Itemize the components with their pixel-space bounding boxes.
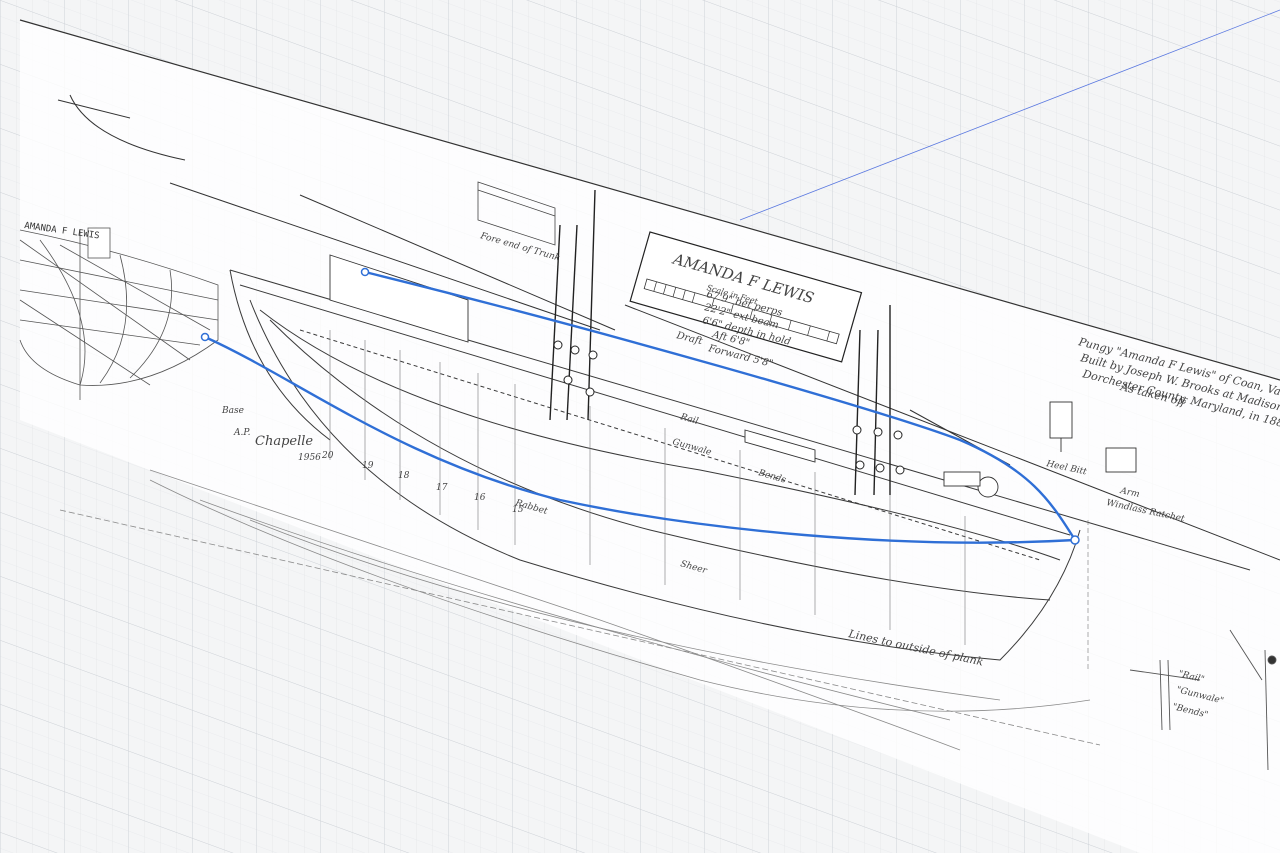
sheet-top-edge xyxy=(19,19,1280,381)
spline-handle-top[interactable] xyxy=(360,267,370,277)
svg-text:16: 16 xyxy=(474,493,486,503)
station-numbers: 20 19 18 17 16 15 xyxy=(321,451,524,515)
bowsprit xyxy=(57,94,1280,561)
bow-section-detail xyxy=(1129,629,1277,771)
spline-handles[interactable] xyxy=(200,267,1080,545)
heel-bitt-detail xyxy=(1049,401,1073,452)
deck-house xyxy=(329,254,816,463)
spline-handle-left[interactable] xyxy=(200,332,210,342)
signature-year: 1956 xyxy=(298,453,321,463)
svg-text:20: 20 xyxy=(321,451,334,461)
deadeyes xyxy=(553,340,905,475)
keel-spline-curve[interactable] xyxy=(203,335,1077,544)
sheer-spline-curve[interactable] xyxy=(363,270,1077,542)
arm-label: Arm xyxy=(1118,486,1140,500)
masts xyxy=(549,189,891,496)
designer-signature: Chapelle xyxy=(255,434,313,449)
svg-text:19: 19 xyxy=(362,461,374,471)
body-plan xyxy=(19,227,219,400)
station-lines xyxy=(329,330,1089,670)
base-label: Base xyxy=(221,406,244,416)
svg-text:18: 18 xyxy=(398,471,410,481)
ap-label: A.P. xyxy=(233,428,251,438)
trunk-detail xyxy=(477,181,556,246)
hull-profile xyxy=(229,269,1251,661)
plan-view xyxy=(59,469,1101,751)
svg-text:17: 17 xyxy=(436,483,448,493)
spline-overlay[interactable] xyxy=(203,270,1077,544)
windlass-detail xyxy=(943,447,1137,498)
axis-line xyxy=(739,9,1280,221)
svg-text:15: 15 xyxy=(512,505,524,515)
spline-handle-end[interactable] xyxy=(1070,535,1080,545)
